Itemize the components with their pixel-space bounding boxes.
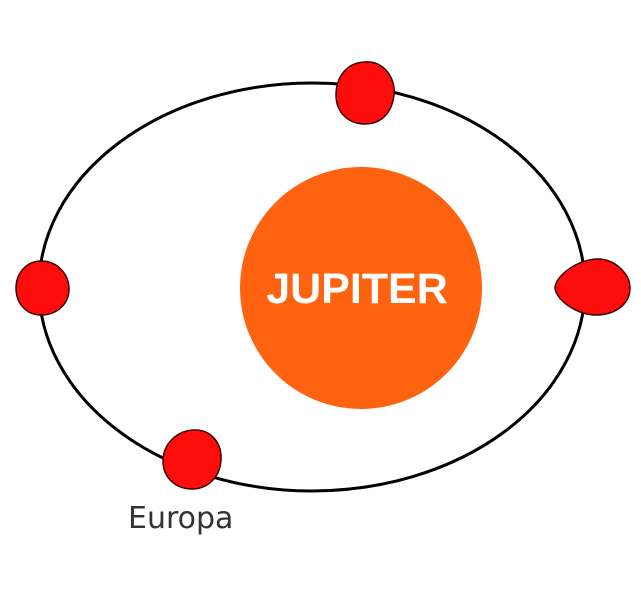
moon-label-europa: Europa bbox=[128, 501, 233, 536]
jupiter-planet bbox=[240, 167, 482, 409]
moon-right bbox=[554, 258, 631, 316]
moon-left bbox=[15, 260, 70, 316]
moon-bottom bbox=[162, 429, 222, 490]
planet-label: JUPITER bbox=[266, 265, 448, 313]
moon-top bbox=[335, 61, 395, 125]
